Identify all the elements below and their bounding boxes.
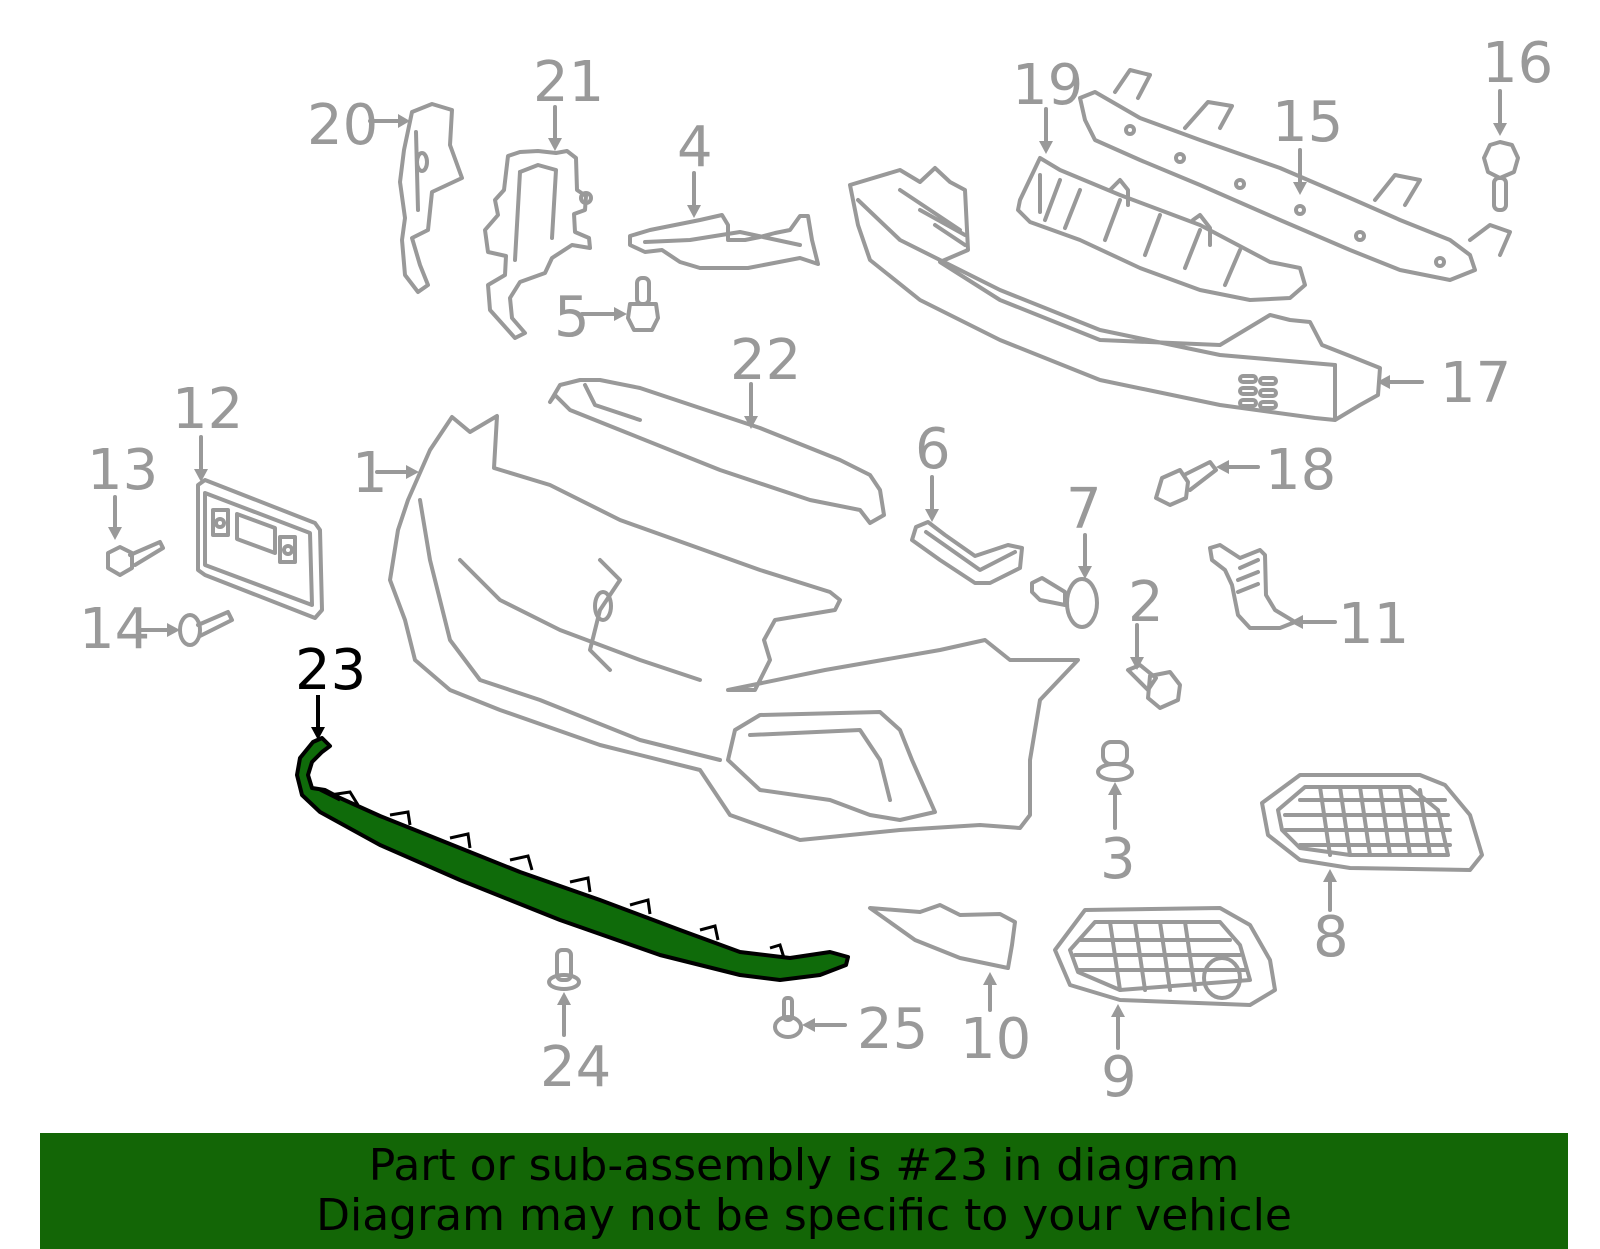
arrowhead-11 (1290, 615, 1303, 629)
callout-21[interactable]: 21 (533, 50, 605, 115)
part-7-clip[interactable] (1030, 576, 1099, 629)
arrowhead-25 (802, 1018, 815, 1032)
callout-8[interactable]: 8 (1313, 905, 1349, 970)
arrowhead-8 (1323, 869, 1337, 882)
arrowhead-4 (687, 205, 701, 218)
part-4-bracket[interactable] (628, 213, 820, 270)
part-24-clip[interactable] (547, 948, 581, 991)
arrowhead-10 (983, 972, 997, 985)
arrowhead-14 (167, 623, 180, 637)
part-25-clip[interactable] (773, 996, 803, 1039)
arrowhead-16 (1493, 123, 1507, 136)
arrowhead-12 (194, 469, 208, 482)
callout-16[interactable]: 16 (1482, 31, 1554, 96)
arrowhead-17 (1377, 375, 1390, 389)
callout-1[interactable]: 1 (352, 441, 388, 506)
callout-18[interactable]: 18 (1265, 438, 1337, 503)
arrowhead-20 (398, 114, 410, 128)
arrowhead-13 (108, 527, 122, 540)
info-banner: Part or sub-assembly is #23 in diagram D… (40, 1133, 1568, 1249)
callout-20[interactable]: 20 (307, 93, 379, 158)
part-17-bumper-beam[interactable] (848, 166, 1382, 422)
part-14-screw[interactable] (178, 610, 234, 647)
part-21-bracket[interactable] (483, 149, 593, 340)
arrowhead-23 (311, 727, 325, 740)
arrowhead-2 (1130, 657, 1144, 670)
part-11-bracket[interactable] (1208, 543, 1297, 630)
callout-10[interactable]: 10 (960, 1007, 1032, 1072)
callout-22[interactable]: 22 (730, 328, 802, 393)
callout-15[interactable]: 15 (1272, 90, 1344, 155)
callout-7[interactable]: 7 (1066, 477, 1102, 542)
callout-19[interactable]: 19 (1012, 53, 1084, 118)
arrowhead-24 (557, 992, 571, 1005)
part-2-bolt[interactable] (1126, 663, 1182, 710)
callout-9[interactable]: 9 (1101, 1045, 1137, 1110)
part-5-pin[interactable] (626, 276, 660, 332)
arrowhead-7 (1078, 566, 1092, 579)
arrowhead-19 (1039, 141, 1053, 154)
arrowhead-15 (1293, 182, 1307, 195)
part-22-upper-absorber[interactable] (548, 378, 886, 525)
part-20-bracket[interactable] (398, 102, 464, 294)
callout-23-highlighted[interactable]: 23 (295, 638, 367, 703)
part-16-bolt[interactable] (1482, 140, 1520, 212)
part-23-lower-spoiler-highlighted[interactable] (295, 736, 850, 982)
callout-14[interactable]: 14 (79, 597, 151, 662)
part-19-absorber[interactable] (1016, 156, 1307, 302)
callout-25[interactable]: 25 (857, 997, 929, 1062)
callout-2[interactable]: 2 (1128, 570, 1164, 635)
callout-5[interactable]: 5 (554, 285, 590, 350)
part-10-cover[interactable] (868, 903, 1017, 970)
arrowhead-1 (406, 465, 419, 479)
arrowhead-3 (1108, 782, 1122, 795)
part-1-bumper-cover[interactable] (388, 414, 1080, 842)
callout-24[interactable]: 24 (540, 1035, 612, 1100)
callout-17[interactable]: 17 (1440, 351, 1512, 416)
part-9-fog-grille[interactable] (1053, 906, 1277, 1007)
arrowhead-22 (744, 416, 758, 429)
part-13-screw[interactable] (106, 540, 165, 577)
callout-3[interactable]: 3 (1100, 827, 1136, 892)
callout-13[interactable]: 13 (87, 438, 159, 503)
part-6-trim[interactable] (910, 520, 1024, 585)
callout-6[interactable]: 6 (915, 417, 951, 482)
part-3-clip[interactable] (1096, 740, 1134, 782)
arrowhead-5 (614, 307, 627, 321)
callout-12[interactable]: 12 (172, 377, 244, 442)
arrowhead-21 (548, 138, 562, 151)
callout-11[interactable]: 11 (1338, 592, 1410, 657)
arrowhead-9 (1111, 1004, 1125, 1017)
arrowhead-6 (925, 509, 939, 522)
part-8-grille[interactable] (1260, 773, 1484, 872)
part-18-bolt[interactable] (1154, 460, 1218, 507)
part-15-reinforcement[interactable] (1078, 68, 1512, 282)
callout-4[interactable]: 4 (677, 115, 713, 180)
banner-part-line: Part or sub-assembly is #23 in diagram (368, 1140, 1240, 1191)
part-12-license-bracket[interactable] (196, 478, 324, 620)
arrowhead-18 (1216, 460, 1229, 474)
banner-disclaimer-line: Diagram may not be specific to your vehi… (316, 1190, 1292, 1241)
